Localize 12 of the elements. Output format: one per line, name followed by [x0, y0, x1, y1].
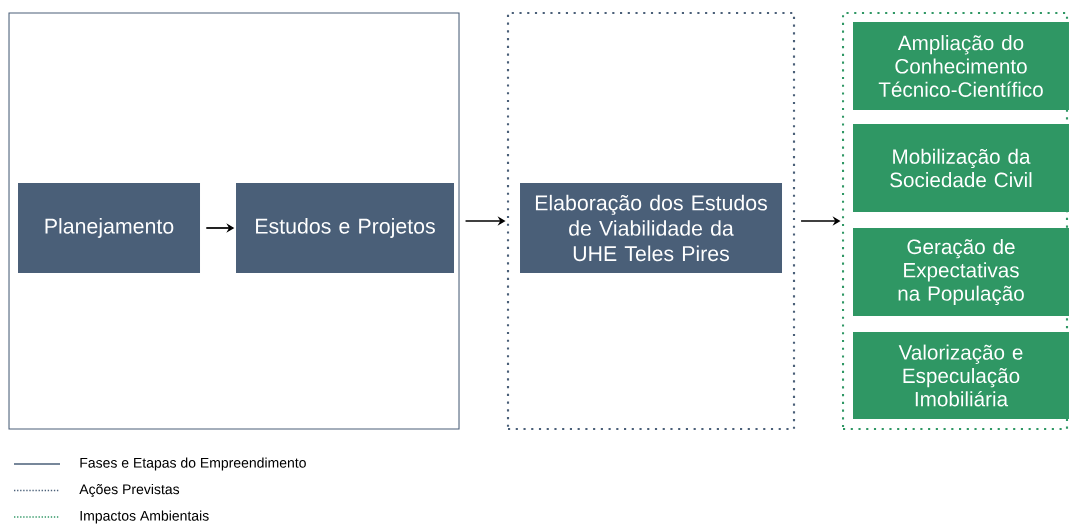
phase-frame — [8, 12, 460, 430]
legend-text: Ações Previstas — [79, 483, 180, 498]
impact-box: Valorização e Especulação Imobiliária — [853, 332, 1069, 419]
phase-box: Planejamento — [18, 183, 200, 273]
impact-box: Geração de Expectativas na População — [853, 228, 1069, 316]
actions-frame — [506, 11, 796, 431]
legend-text: Fases e Etapas do Empreendimento — [80, 457, 306, 471]
legend-text: Impactos Ambientais — [80, 510, 209, 524]
impact-box: Ampliação do Conhecimento Técnico-Científico — [853, 22, 1069, 110]
impact-box: Mobilização da Sociedade Civil — [853, 124, 1069, 212]
phase-box: Elaboração dos Estudos de Viabilidade da UHE Teles Pires — [520, 183, 782, 273]
phase-box: Estudos e Projetos — [236, 183, 454, 273]
